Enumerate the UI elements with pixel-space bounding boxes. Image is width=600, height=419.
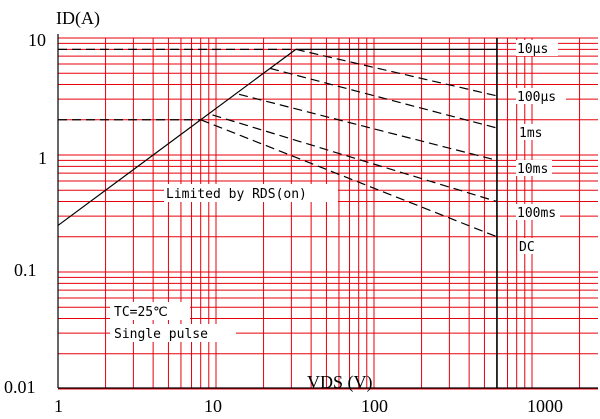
label-10us: 10μs xyxy=(517,42,548,57)
axes xyxy=(57,34,598,389)
y-tick-10: 10 xyxy=(28,30,46,50)
label-limited-rds: Limited by RDS(on) xyxy=(166,187,307,202)
label-bg-10ms xyxy=(516,160,552,176)
label-bg-tc xyxy=(110,302,190,320)
label-100ms: 100ms xyxy=(517,206,556,221)
series-line-2 xyxy=(269,67,498,129)
label-bg-1ms xyxy=(518,124,546,140)
label-bg-100ms xyxy=(516,204,560,220)
series-line-4 xyxy=(212,114,498,203)
x-axis-label: VDS (V) xyxy=(307,372,373,393)
series-line-3 xyxy=(238,93,498,161)
x-tick-100: 100 xyxy=(361,396,388,416)
grid-lines xyxy=(57,37,598,390)
label-10ms: 10ms xyxy=(517,162,548,177)
series-lines xyxy=(57,48,498,238)
x-tick-1: 1 xyxy=(54,396,63,416)
y-axis-label: ID(A) xyxy=(56,8,100,29)
label-bg-dc xyxy=(518,238,540,254)
x-tick-10: 10 xyxy=(204,396,222,416)
label-bg-rds xyxy=(164,184,338,202)
series-line-5 xyxy=(200,119,498,238)
label-100us: 100μs xyxy=(517,90,556,105)
y-tick-0-1: 0.1 xyxy=(14,260,37,280)
label-tc: TC=25℃ xyxy=(114,305,168,320)
rds-limit-line xyxy=(57,48,297,226)
label-bg-pulse xyxy=(110,324,236,342)
x-tick-1000: 1000 xyxy=(527,396,563,416)
series-line-1 xyxy=(295,48,498,97)
label-dc: DC xyxy=(519,240,535,255)
y-tick-1: 1 xyxy=(38,148,47,168)
y-tick-0-01: 0.01 xyxy=(4,377,36,397)
label-1ms: 1ms xyxy=(519,126,542,141)
label-bg-100us xyxy=(516,88,566,104)
label-bg-10us xyxy=(516,40,558,56)
label-single-pulse: Single pulse xyxy=(114,327,208,342)
